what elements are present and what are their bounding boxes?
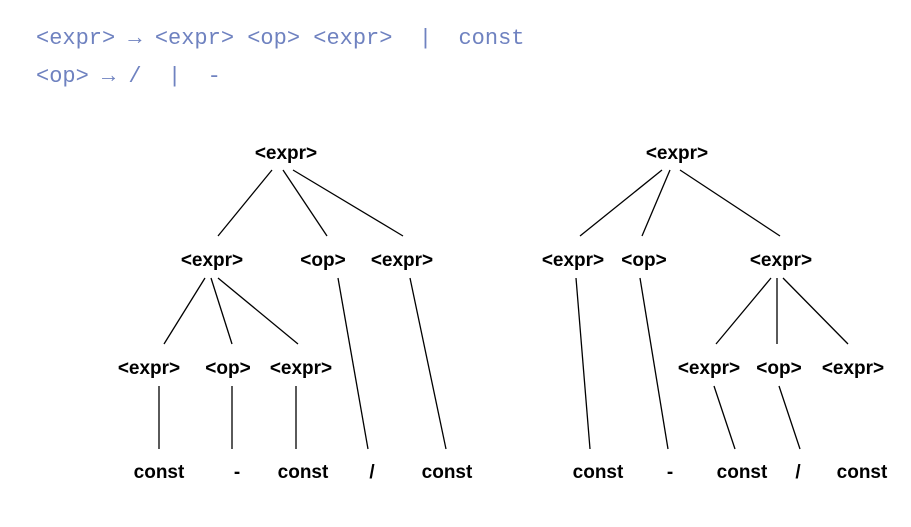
right-leaf: const: [717, 462, 768, 483]
grammar-rule-expr: <expr> → <expr> <op> <expr> | const: [36, 26, 525, 51]
grammar-rule-op: <op> → / | -: [36, 64, 221, 89]
right-root-node: <expr>: [646, 143, 708, 164]
right-l1-op-node: <op>: [621, 250, 666, 271]
left-leaf: /: [369, 462, 375, 483]
left-leaf: const: [134, 462, 185, 483]
right-l2-expr-node: <expr>: [822, 358, 884, 379]
right-l1-expr-node: <expr>: [542, 250, 604, 271]
left-leaf: const: [278, 462, 329, 483]
right-leaf: /: [795, 462, 801, 483]
left-l1-op-node: <op>: [300, 250, 345, 271]
left-tree-edges: [158, 169, 447, 450]
right-l2-expr-node: <expr>: [678, 358, 740, 379]
right-tree-edges: [575, 169, 849, 450]
right-tree: <expr> <expr> <op> <expr> <expr> <op> <e…: [542, 143, 888, 483]
left-l2-expr-node: <expr>: [270, 358, 332, 379]
right-l1-expr-node: <expr>: [750, 250, 812, 271]
left-l1-expr-node: <expr>: [181, 250, 243, 271]
left-leaf: const: [422, 462, 473, 483]
left-l1-expr-node: <expr>: [371, 250, 433, 271]
left-root-node: <expr>: [255, 143, 317, 164]
left-tree: <expr> <expr> <op> <expr> <expr> <op> <e…: [118, 143, 473, 483]
left-l2-expr-node: <expr>: [118, 358, 180, 379]
left-l2-op-node: <op>: [205, 358, 250, 379]
left-leaf: -: [234, 462, 240, 483]
right-l2-op-node: <op>: [756, 358, 801, 379]
right-leaf: -: [667, 462, 673, 483]
right-leaf: const: [837, 462, 888, 483]
right-leaf: const: [573, 462, 624, 483]
